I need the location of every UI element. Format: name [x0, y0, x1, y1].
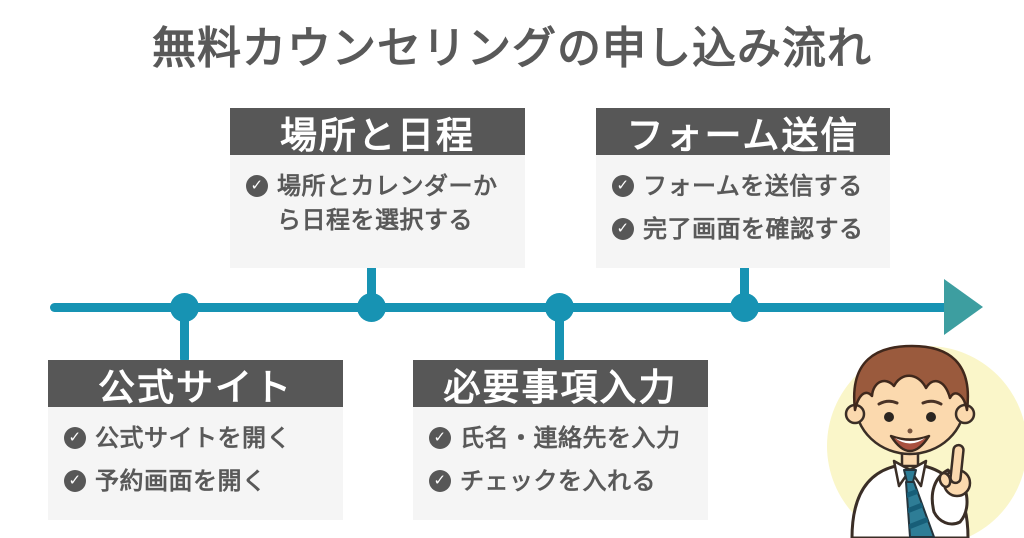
checklist-item-label: 予約画面を開く — [95, 467, 267, 495]
avatar-collar-left — [892, 459, 912, 488]
step-title: フォーム送信 — [596, 108, 890, 156]
check-icon: ✓ — [246, 175, 268, 197]
checklist-item-label: 完了画面を確認する — [643, 215, 864, 243]
step-checklist: ✓ 場所とカレンダーから日程を選択する — [230, 155, 525, 268]
step-box-official-site: 公式サイト ✓ 公式サイトを開く ✓ 予約画面を開く — [48, 360, 343, 520]
checklist-item-label: チェックを入れる — [460, 467, 656, 495]
timeline-dot — [730, 293, 759, 322]
step-checklist: ✓ 氏名・連絡先を入力 ✓ チェックを入れる — [413, 407, 708, 520]
step-checklist: ✓ 公式サイトを開く ✓ 予約画面を開く — [48, 407, 343, 520]
step-title: 公式サイト — [48, 360, 343, 408]
timeline-arrow-icon — [944, 279, 983, 335]
check-icon: ✓ — [429, 427, 451, 449]
avatar-mouth — [889, 434, 931, 453]
timeline-connector — [740, 264, 749, 308]
avatar-eyebrows — [877, 399, 943, 406]
avatar-nose — [907, 428, 913, 434]
page-title: 無料カウンセリングの申し込み流れ — [152, 24, 872, 73]
avatar-person — [844, 344, 976, 538]
avatar-eyes — [884, 412, 936, 422]
checklist-item: ✓ フォームを送信する — [612, 170, 878, 204]
person-avatar-illustration — [827, 344, 1024, 538]
avatar-ear-right — [954, 403, 976, 425]
checklist-item-label: 場所とカレンダーから日程を選択する — [277, 173, 498, 234]
check-icon: ✓ — [612, 217, 634, 240]
checklist-item: ✓ 完了画面を確認する — [612, 213, 878, 247]
check-icon: ✓ — [64, 427, 86, 449]
check-icon: ✓ — [429, 469, 451, 492]
checklist-item: ✓ チェックを入れる — [429, 465, 696, 499]
checklist-item-label: フォームを送信する — [643, 173, 863, 200]
step-box-form-submit: フォーム送信 ✓ フォームを送信する ✓ 完了画面を確認する — [596, 108, 890, 268]
checklist-item: ✓ 氏名・連絡先を入力 — [429, 422, 696, 456]
timeline-dot — [357, 293, 386, 322]
step-checklist: ✓ フォームを送信する ✓ 完了画面を確認する — [596, 155, 890, 268]
checklist-item-label: 公式サイトを開く — [95, 425, 291, 452]
avatar-collar-right — [908, 459, 928, 488]
avatar-hair — [852, 344, 970, 412]
checklist-item: ✓ 公式サイトを開く — [64, 422, 331, 456]
step-title: 必要事項入力 — [413, 360, 708, 408]
timeline-dot — [170, 293, 199, 322]
check-icon: ✓ — [612, 175, 634, 197]
avatar-pointing-hand-icon — [938, 443, 972, 498]
step-box-required-info: 必要事項入力 ✓ 氏名・連絡先を入力 ✓ チェックを入れる — [413, 360, 708, 520]
checklist-item: ✓ 予約画面を開く — [64, 465, 331, 499]
timeline-line — [50, 303, 950, 312]
checklist-item-label: 氏名・連絡先を入力 — [460, 425, 681, 452]
step-title: 場所と日程 — [230, 108, 525, 156]
checklist-item: ✓ 場所とカレンダーから日程を選択する — [246, 170, 513, 237]
timeline-connector — [367, 264, 376, 308]
check-icon: ✓ — [64, 469, 86, 492]
step-box-place-and-date: 場所と日程 ✓ 場所とカレンダーから日程を選択する — [230, 108, 525, 268]
timeline-connector — [180, 307, 189, 363]
timeline-connector — [555, 307, 564, 363]
timeline-dot — [545, 293, 574, 322]
